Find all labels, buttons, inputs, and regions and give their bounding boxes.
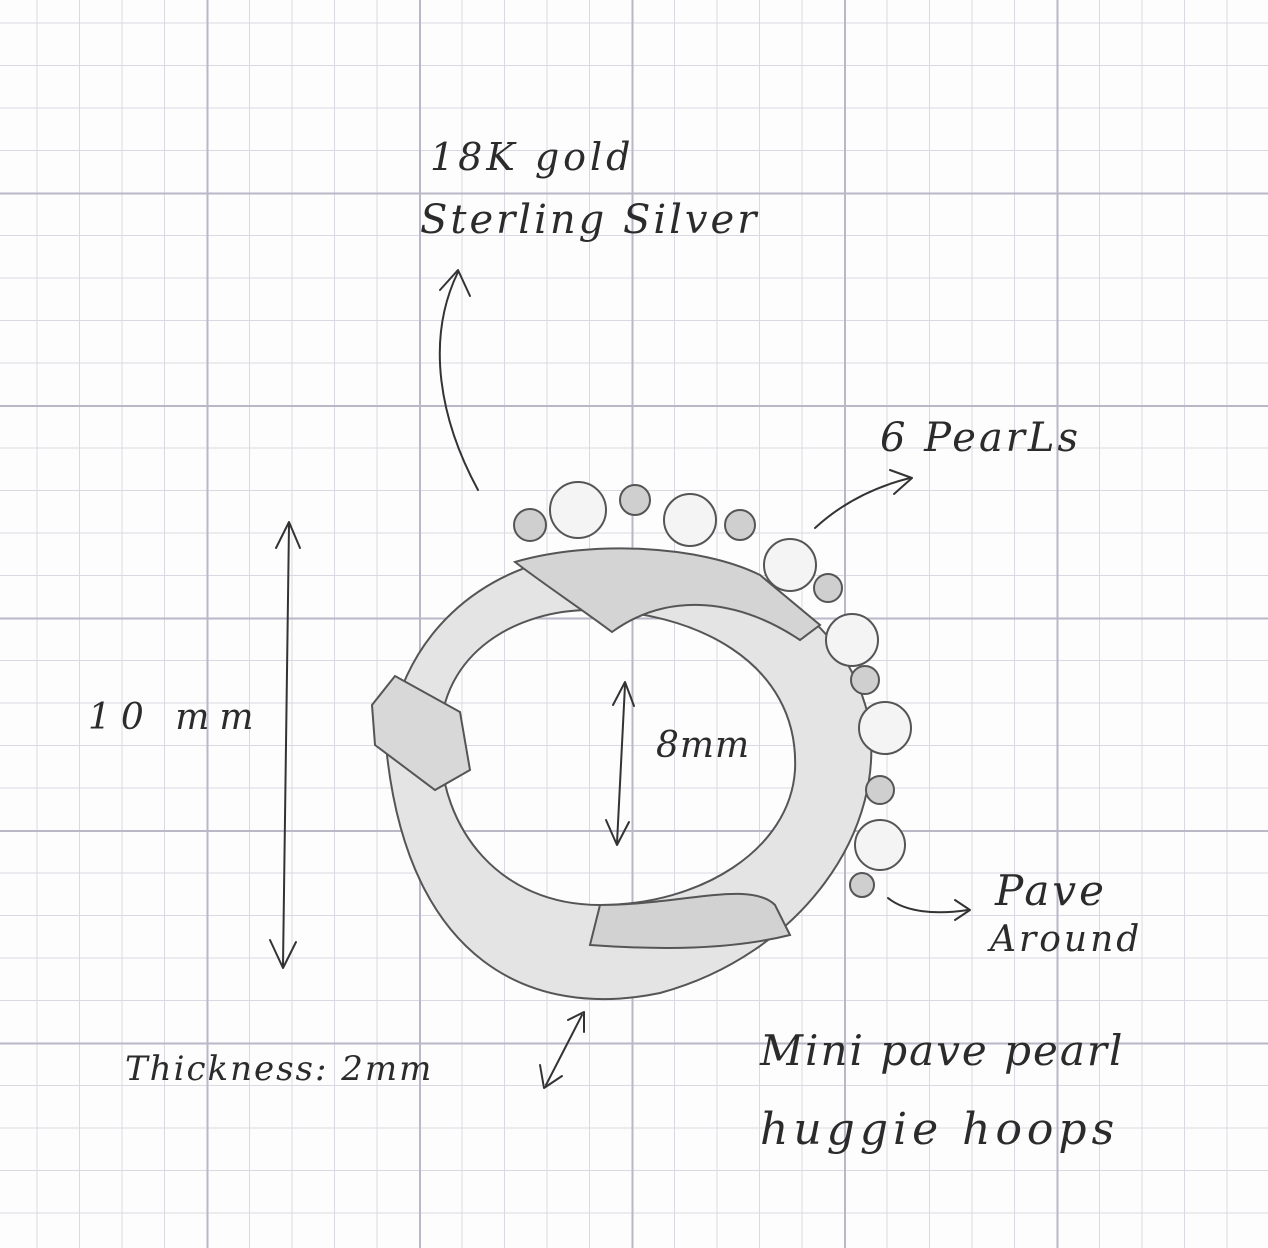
- material-arrow: [438, 271, 479, 491]
- product-name-line2: huggie hoops: [760, 1104, 1120, 1155]
- pearls-arrowhead: [889, 469, 913, 495]
- pearl: [663, 493, 717, 547]
- pave-prongs: [513, 484, 895, 898]
- material-arrowhead: [439, 269, 471, 297]
- pave-arrow: [887, 897, 969, 914]
- setting-band: [512, 547, 822, 642]
- thickness-arrow: [545, 1014, 583, 1086]
- material-label-gold: 18K gold: [430, 135, 635, 179]
- pearl: [825, 613, 879, 667]
- around-label: Around: [990, 919, 1143, 960]
- pearls-arrow: [814, 477, 911, 529]
- product-name-line1: Mini pave pearl: [760, 1026, 1125, 1075]
- hinge: [370, 674, 472, 792]
- material-label-silver: Sterling Silver: [420, 197, 760, 243]
- outer-dimension-arrow: [282, 524, 290, 966]
- inner-dimension-arrow: [616, 684, 626, 844]
- pearl: [854, 819, 906, 871]
- thickness-label: Thickness: 2mm: [125, 1049, 434, 1089]
- pearls-label: 6 PearLs: [880, 415, 1082, 461]
- pearl: [549, 481, 607, 539]
- inner-size-label: 8mm: [656, 725, 751, 766]
- pearl: [858, 701, 912, 755]
- pearl: [763, 538, 817, 592]
- pave-label: Pave: [995, 866, 1107, 915]
- pearls: [549, 481, 912, 871]
- outer-size-label: 10 mm: [88, 697, 264, 738]
- hoop: [370, 547, 873, 1001]
